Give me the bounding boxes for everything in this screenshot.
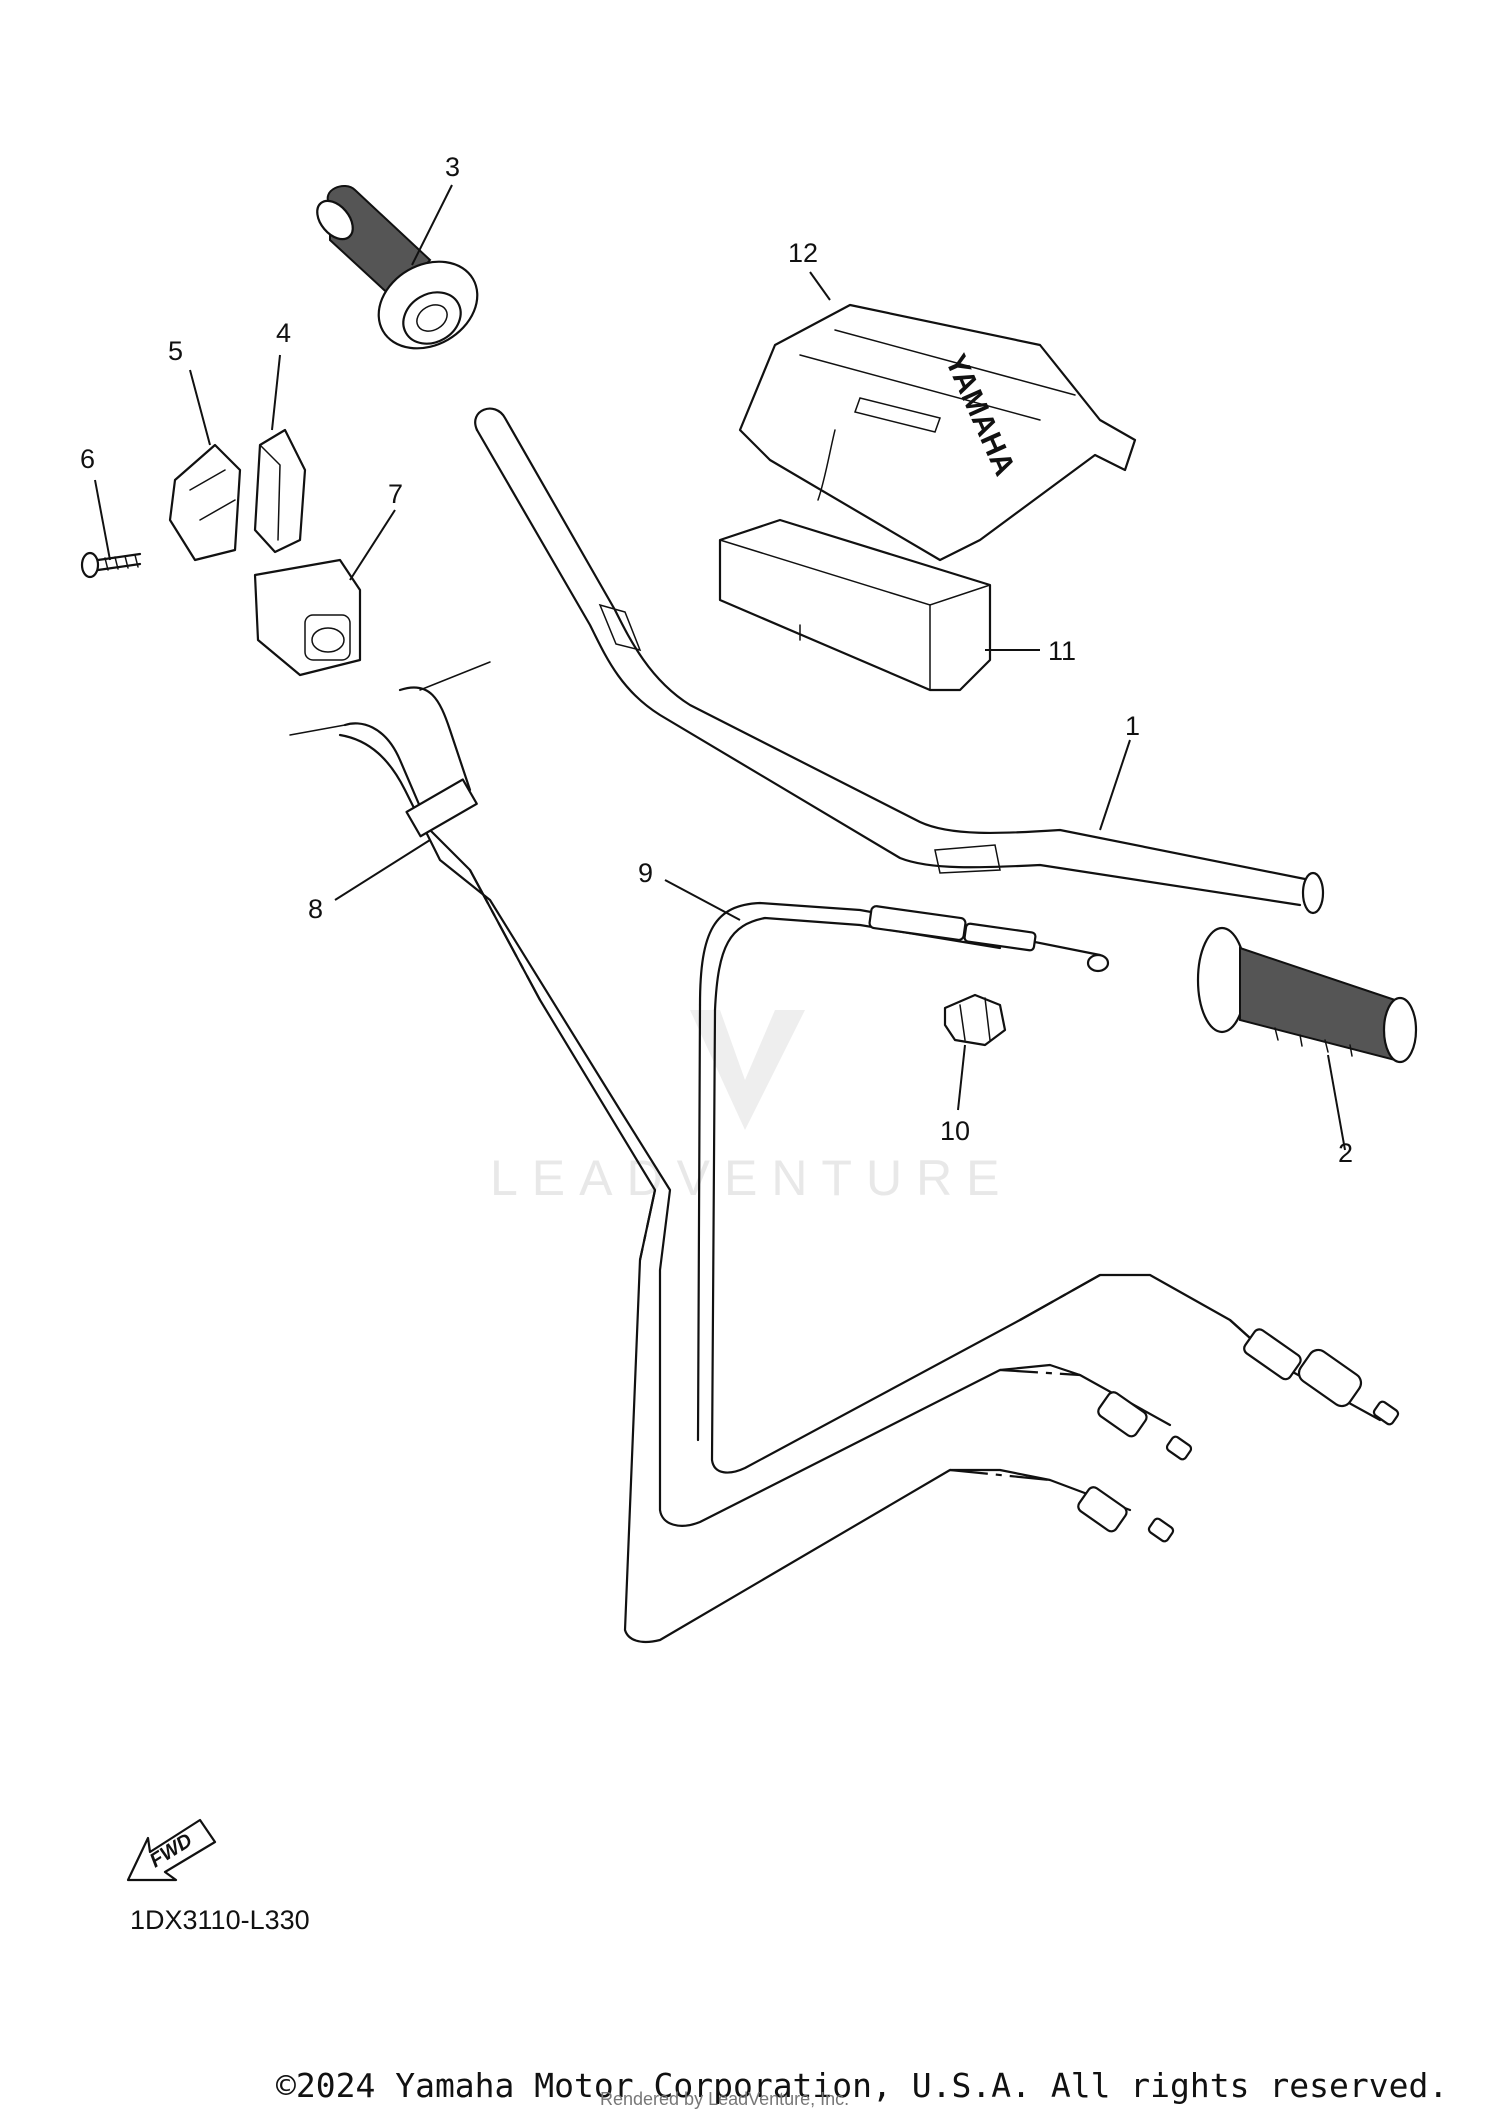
callout-5: 5 <box>168 336 183 366</box>
throttle-cap[interactable] <box>253 558 362 677</box>
throttle-housing-lower[interactable] <box>168 443 242 562</box>
throttle-housing-upper[interactable] <box>253 428 307 554</box>
callout-numbers: 3 12 4 5 6 7 11 1 2 8 9 10 <box>80 152 1353 1168</box>
diagram-code: 1DX3110-L330 <box>130 1905 310 1935</box>
fwd-arrow-icon: FWD <box>126 1818 217 1882</box>
callout-8: 8 <box>308 894 323 924</box>
leadventure-watermark: LEADVENTURE <box>490 1010 1014 1206</box>
copyright-notice: ©2024 Yamaha Motor Corporation, U.S.A. A… <box>276 2066 1449 2105</box>
screw[interactable] <box>80 551 142 579</box>
callout-11: 11 <box>1048 636 1076 666</box>
callout-4: 4 <box>276 318 291 348</box>
callout-9: 9 <box>638 858 653 888</box>
handlebar[interactable] <box>474 407 1325 915</box>
callout-1: 1 <box>1125 711 1140 741</box>
cable-adjuster-nut[interactable] <box>943 993 1007 1047</box>
callout-10: 10 <box>940 1116 970 1146</box>
leader-lines <box>94 184 1346 1151</box>
callout-7: 7 <box>388 479 403 509</box>
throttle-cable-ends <box>1077 1391 1193 1543</box>
callout-12: 12 <box>788 238 818 268</box>
throttle-cables[interactable] <box>289 661 1172 1644</box>
callout-3: 3 <box>445 152 460 182</box>
handlebar-pad-cover[interactable]: YAMAHA <box>738 303 1137 562</box>
throttle-grip[interactable] <box>310 185 493 366</box>
handlebar-pad-foam[interactable] <box>718 518 992 692</box>
left-grip[interactable] <box>1196 926 1418 1064</box>
callout-2: 2 <box>1338 1138 1353 1168</box>
rendered-by-text: Rendered by LeadVenture, Inc. <box>600 2089 850 2109</box>
watermark-text: LEADVENTURE <box>490 1150 1014 1206</box>
callout-6: 6 <box>80 444 95 474</box>
clutch-cable[interactable] <box>696 901 1400 1474</box>
